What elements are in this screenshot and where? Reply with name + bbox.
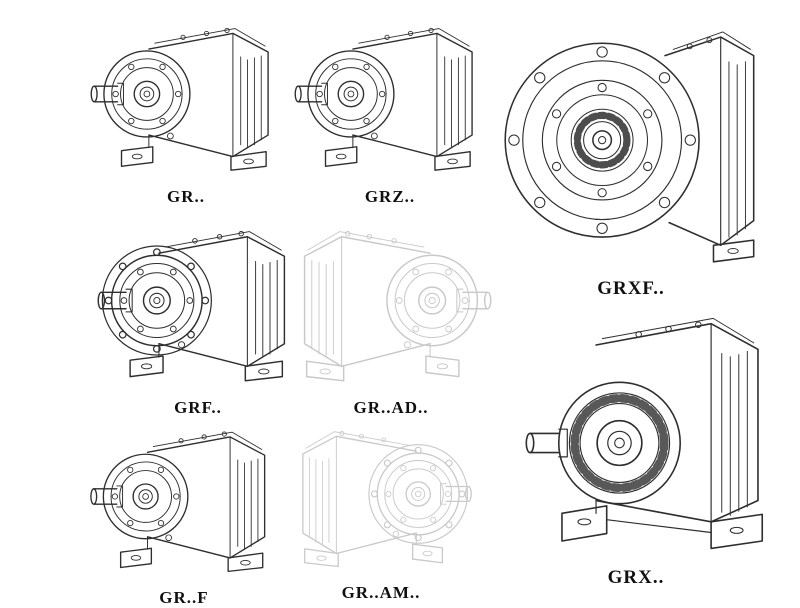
product-label-gr: GR.. — [167, 187, 205, 206]
gearbox-drawing-gr — [90, 27, 269, 171]
product-cell-grxf: GRXF.. — [502, 2, 760, 300]
product-label-gr-f: GR..F — [159, 588, 209, 607]
gearbox-drawing-gram — [288, 412, 474, 575]
product-cell-gram: GR..AM.. — [288, 412, 474, 603]
product-label-grz: GRZ.. — [364, 187, 416, 206]
product-cell-grf: GRF.. — [95, 210, 301, 418]
gearbox-drawing-grxf — [502, 2, 760, 268]
product-label-grx: GRX.. — [607, 567, 665, 588]
product-cell-gr: GR.. — [88, 8, 284, 207]
product-label-grad: GR..AD.. — [353, 398, 429, 417]
product-label-gram: GR..AM.. — [341, 583, 421, 602]
product-cell-grx: GRX.. — [500, 296, 772, 589]
gearbox-drawing-gr-f — [90, 431, 266, 573]
product-cell-grz: GRZ.. — [292, 8, 488, 207]
gearbox-drawing-grf — [95, 210, 301, 390]
product-label-grf: GRF.. — [174, 398, 222, 417]
gearbox-drawing-grz — [294, 27, 473, 171]
gearbox-drawing-grad — [303, 230, 492, 382]
product-cell-gr-f: GR..F — [88, 412, 280, 608]
product-cell-grad: GR..AD.. — [288, 210, 494, 418]
gearbox-drawing-grx — [500, 296, 772, 557]
product-label-grxf: GRXF.. — [597, 278, 665, 299]
